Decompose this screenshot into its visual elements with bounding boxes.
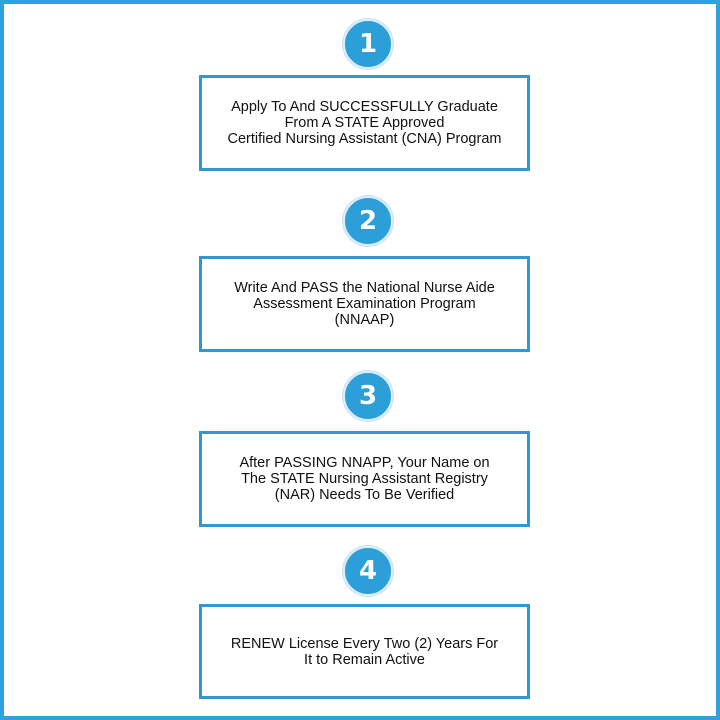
step-2-line-3: (NNAAP) — [334, 312, 395, 328]
step-1-number-badge: 1 — [343, 19, 393, 69]
step-2-text: Write And PASS the National Nurse Aide A… — [234, 280, 495, 328]
step-3-box: After PASSING NNAPP, Your Name on The ST… — [199, 431, 530, 527]
step-2-box: Write And PASS the National Nurse Aide A… — [199, 256, 530, 352]
step-4-box: RENEW License Every Two (2) Years For It… — [199, 604, 530, 699]
step-1-line-3: Certified Nursing Assistant (CNA) Progra… — [227, 131, 502, 147]
step-3-line-2: The STATE Nursing Assistant Registry — [241, 471, 488, 487]
step-2-number-badge: 2 — [343, 196, 393, 246]
step-3-text: After PASSING NNAPP, Your Name on The ST… — [239, 455, 489, 503]
step-4-line-2: It to Remain Active — [304, 651, 425, 668]
step-4-number-badge: 4 — [343, 546, 393, 596]
step-3-number-badge: 3 — [343, 371, 393, 421]
step-2-line-2: Assessment Examination Program — [253, 296, 476, 312]
step-1-box: Apply To And SUCCESSFULLY Graduate From … — [199, 75, 530, 171]
step-4-line-1: RENEW License Every Two (2) Years For — [230, 635, 499, 652]
step-3-line-1: After PASSING NNAPP, Your Name on — [239, 455, 490, 471]
step-2-line-1: Write And PASS the National Nurse Aide — [234, 280, 495, 296]
step-1-line-2: From A STATE Approved — [284, 115, 445, 131]
step-1-text: Apply To And SUCCESSFULLY Graduate From … — [228, 99, 502, 147]
step-1-line-1: Apply To And SUCCESSFULLY Graduate — [231, 99, 498, 115]
step-3-line-3: (NAR) Needs To Be Verified — [274, 487, 455, 503]
step-4-text: RENEW License Every Two (2) Years For It… — [231, 636, 498, 668]
